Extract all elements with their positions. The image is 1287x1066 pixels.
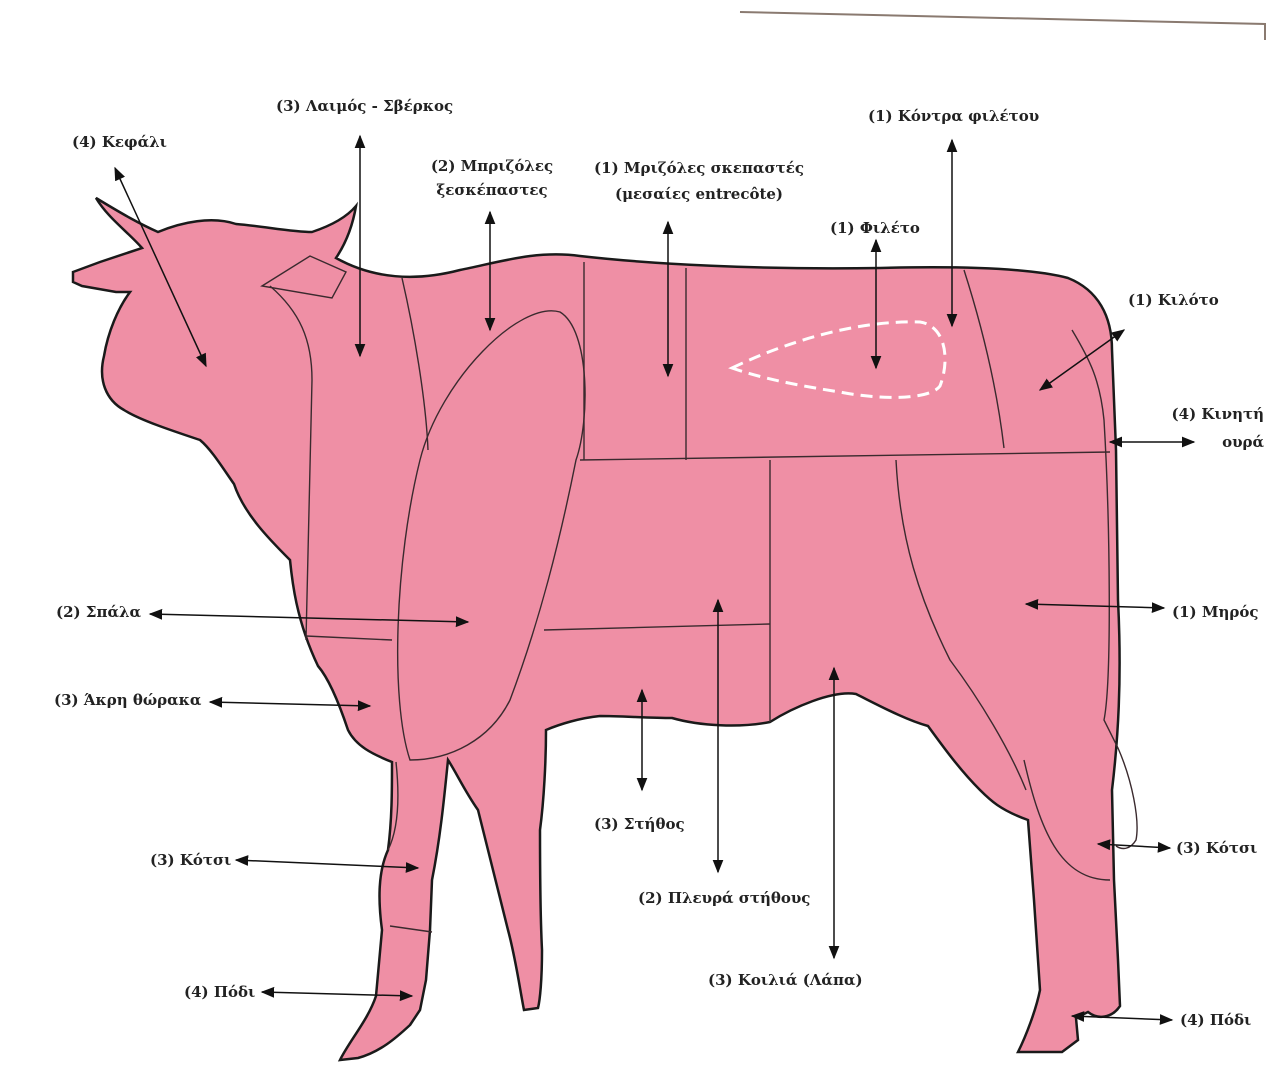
- label-chest: (3) Στήθος: [594, 814, 685, 834]
- label-ribs-covered-line1: (1) Μριζόλες σκεπαστές: [594, 158, 804, 178]
- label-shoulder: (2) Σπάλα: [56, 602, 141, 622]
- label-fillet: (1) Φιλέτο: [830, 218, 920, 238]
- label-flank-rib: (2) Πλευρά στήθους: [638, 888, 810, 908]
- label-foot-rear: (4) Πόδι: [1180, 1010, 1251, 1030]
- label-belly: (3) Κοιλιά (Λάπα): [708, 970, 863, 990]
- label-foot-front: (4) Πόδι: [184, 982, 255, 1002]
- label-ribs-uncovered-line2: ξεσκέπαστες: [430, 180, 554, 200]
- label-ribs-uncovered-line1: (2) Μπριζόλες: [430, 156, 554, 176]
- arrow-foot-rear: [1072, 1016, 1172, 1020]
- label-tail-line1: (4) Κινητή: [1160, 404, 1264, 424]
- label-brisket-end: (3) Άκρη θώρακα: [54, 690, 201, 710]
- label-sirloin: (1) Κόντρα φιλέτου: [868, 106, 1039, 126]
- label-head: (4) Κεφάλι: [72, 132, 167, 152]
- label-ribs-covered-line2: (μεσαίες entrecôte): [594, 184, 804, 204]
- label-neck: (3) Λαιμός - Σβέρκος: [276, 96, 453, 116]
- page-edge-line: [740, 12, 1265, 40]
- label-shank-rear: (3) Κότσι: [1176, 838, 1257, 858]
- label-rump: (1) Κιλότο: [1128, 290, 1219, 310]
- label-shank-front: (3) Κότσι: [150, 850, 231, 870]
- label-tail-line2: ουρά: [1160, 432, 1264, 452]
- label-thigh: (1) Μηρός: [1172, 602, 1258, 622]
